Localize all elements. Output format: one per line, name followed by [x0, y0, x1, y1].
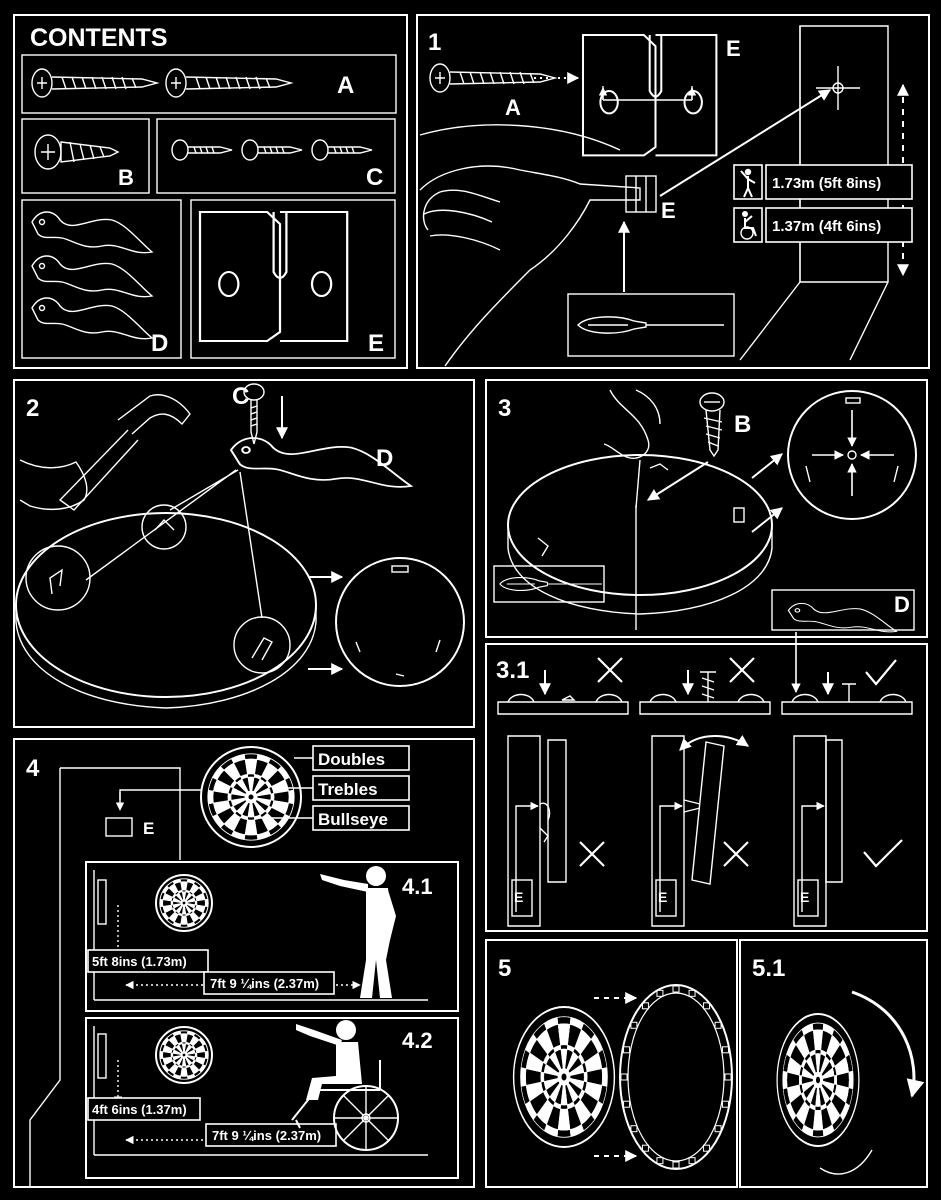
step4-2-height: 4ft 6ins (1.37m): [92, 1102, 187, 1117]
contents-title: CONTENTS: [30, 24, 168, 52]
check-icon: [863, 839, 903, 868]
label-doubles: Doubles: [318, 750, 385, 769]
step3-1-label-e: E: [514, 889, 523, 905]
dartboard-illustration: [200, 746, 302, 848]
step3-1-panel: 3.1 E E E: [485, 632, 928, 932]
step4-1-distance: 7ft 9 ¼ins (2.37m): [210, 976, 319, 991]
dartboard-illustration: [512, 1006, 616, 1148]
wheelchair-icon: [740, 211, 757, 240]
nail-icon: [171, 139, 233, 161]
step5-1-number: 5.1: [752, 955, 785, 982]
contents-panel: CONTENTS A B C D E: [13, 14, 408, 369]
step4-panel: 4 E Doubles Trebles Bullseye 4.1 5ft 8in…: [13, 738, 475, 1188]
mounting-clip-icon: [31, 255, 153, 298]
standing-player-silhouette: [320, 866, 396, 998]
step2-panel: 2 C D: [13, 379, 475, 728]
mounting-clip-icon: [787, 602, 898, 633]
wall-bracket-icon: [198, 210, 349, 343]
step5-number: 5: [498, 955, 511, 982]
part-label-c: C: [366, 164, 383, 191]
part-label-a: A: [337, 72, 354, 99]
step4-2-number: 4.2: [402, 1028, 433, 1053]
machine-screw-icon: [429, 63, 556, 93]
standing-person-icon: [740, 168, 756, 198]
screwdriver-icon: [577, 316, 725, 334]
cross-icon: [579, 841, 605, 867]
part-label-d: D: [151, 330, 168, 357]
dartboard-illustration: [155, 874, 213, 932]
step1-height-standing: 1.73m (5ft 8ins): [772, 175, 881, 192]
mounting-clip-icon: [31, 297, 153, 340]
wood-screw-icon: [34, 134, 120, 170]
check-icon: [865, 659, 897, 686]
surround-ring-illustration: [619, 984, 733, 1170]
step2-number: 2: [26, 395, 39, 422]
step3-number: 3: [498, 395, 511, 422]
step2-label-d: D: [376, 445, 393, 472]
step1-height-wheelchair: 1.37m (4ft 6ins): [772, 218, 881, 235]
step5-panel: 5: [485, 939, 738, 1188]
step2-label-c: C: [232, 383, 249, 410]
label-trebles: Trebles: [318, 780, 378, 799]
step4-number: 4: [26, 755, 40, 782]
wood-screw-icon: [699, 392, 725, 458]
step3-panel: 3 B D: [485, 379, 928, 638]
label-bullseye: Bullseye: [318, 810, 388, 829]
part-label-b: B: [118, 165, 134, 190]
step1-label-a: A: [505, 95, 521, 120]
dartboard-illustration: [155, 1026, 213, 1084]
machine-screw-icon: [31, 68, 158, 98]
step3-label-b: B: [734, 411, 751, 438]
step4-1-number: 4.1: [402, 874, 433, 899]
hammer-illustration: [19, 394, 191, 511]
nail-icon: [241, 139, 303, 161]
cross-icon: [729, 657, 755, 683]
step4-label-e: E: [143, 819, 154, 838]
cross-icon: [723, 841, 749, 867]
step5-1-panel: 5.1: [739, 939, 928, 1188]
step3-1-label-e: E: [800, 889, 809, 905]
step1-label-e-mid: E: [661, 198, 676, 223]
hand-screwing-illustration: [603, 389, 661, 509]
cross-icon: [597, 657, 623, 683]
mounting-clip-icon: [31, 211, 153, 254]
machine-screw-icon: [165, 68, 292, 98]
step1-label-e-top: E: [726, 36, 741, 61]
step3-1-label-e: E: [658, 889, 667, 905]
dartboard-illustration: [776, 1013, 860, 1147]
step4-2-distance: 7ft 9 ¼ins (2.37m): [212, 1128, 321, 1143]
hand-marking-wall-illustration: [419, 124, 657, 367]
step3-1-number: 3.1: [496, 657, 529, 684]
step1-number: 1: [428, 29, 441, 56]
step3-label-d: D: [894, 592, 910, 617]
wheelchair-player-silhouette: [291, 1020, 399, 1151]
step4-1-height: 5ft 8ins (1.73m): [92, 954, 187, 969]
step1-panel: 1 A E E: [416, 14, 930, 369]
part-label-e: E: [368, 330, 384, 357]
nail-icon: [311, 139, 373, 161]
